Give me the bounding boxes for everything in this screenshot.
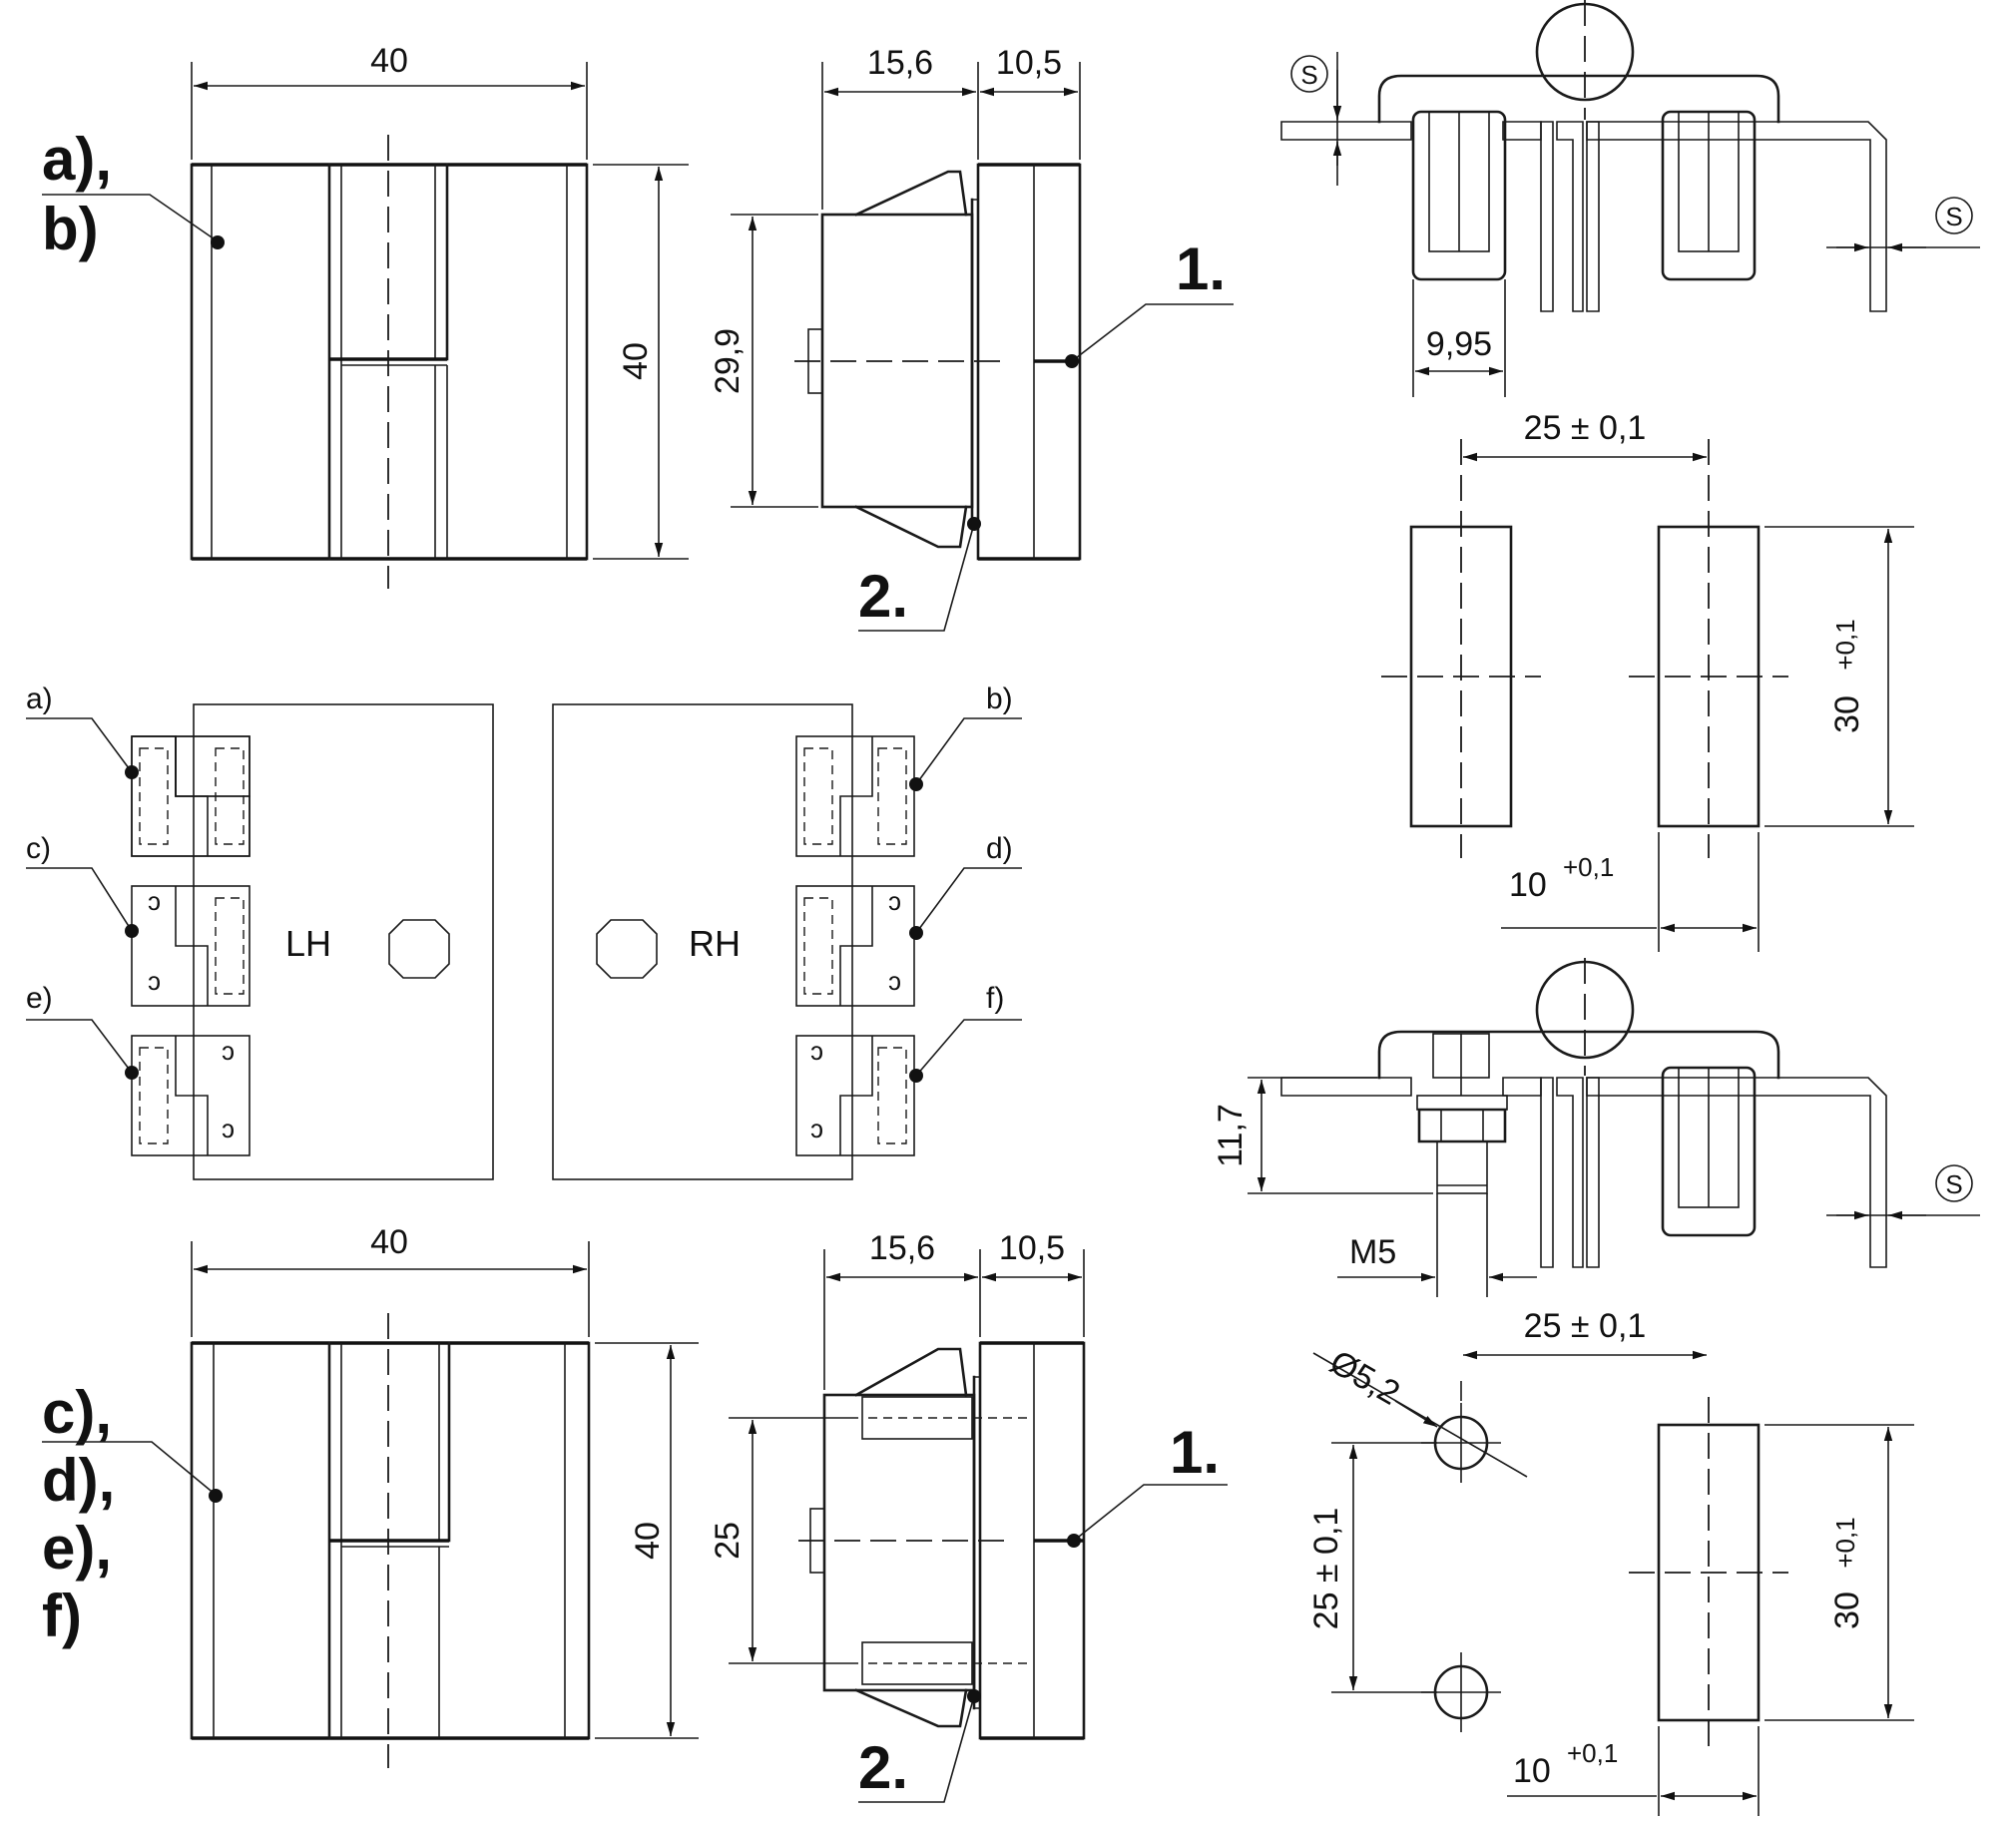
section-top: S S xyxy=(1280,0,1980,312)
dim-label: 25 ± 0,1 xyxy=(1307,1508,1345,1630)
callout-part2-top: 2. xyxy=(858,517,981,632)
label-part1: 1. xyxy=(1176,235,1226,302)
side-view-top xyxy=(794,163,1082,561)
dim-top-side-height: 29,9 xyxy=(709,214,818,508)
dim-label: 11,7 xyxy=(1212,1104,1250,1167)
label-cf: c), d), e), f) xyxy=(42,1379,223,1649)
dim-section2-thread: M5 xyxy=(1337,1193,1537,1297)
label-ab-line2: b) xyxy=(42,196,99,262)
label-hinge-a: a) xyxy=(26,683,53,715)
front-view-ab xyxy=(190,135,589,589)
dim-label: 15,6 xyxy=(867,44,933,82)
hinge-b: b) xyxy=(795,683,1022,857)
label-hinge-b: b) xyxy=(986,683,1013,715)
callout-part1-bottom: 1. xyxy=(1067,1419,1228,1548)
s-symbol: S xyxy=(1945,202,1962,231)
dim-bot-side-depth: 15,6 10,5 xyxy=(823,1229,1085,1390)
dim-top-front-height: 40 xyxy=(593,164,689,560)
dim-cutout2-width: 10 +0,1 xyxy=(1507,1726,1760,1816)
svg-text:ɔ: ɔ xyxy=(888,886,901,916)
dim-label: +0,1 xyxy=(1830,619,1860,670)
svg-text:ɔ: ɔ xyxy=(148,966,161,996)
dim-hole-dia: Ø5,2 xyxy=(1312,1343,1528,1478)
hinge-c: ɔ ɔ c) xyxy=(26,832,251,1007)
dim-bot-front-width: 40 xyxy=(191,1223,590,1337)
dim-section2-height: 11,7 xyxy=(1212,1077,1433,1194)
side-view-bottom xyxy=(798,1341,1086,1740)
dim-label: 10 xyxy=(1509,866,1547,904)
label-rh: RH xyxy=(689,923,741,964)
dim-label: 9,95 xyxy=(1426,325,1492,363)
hinge-e: ɔ ɔ e) xyxy=(26,982,251,1156)
label-cf-line2: d), xyxy=(42,1447,115,1514)
door-lh: LH xyxy=(193,703,494,1180)
dim-label: Ø5,2 xyxy=(1323,1343,1406,1413)
dim-label: 29,9 xyxy=(709,328,747,394)
dim-label: 30 xyxy=(1828,695,1866,733)
dim-label: +0,1 xyxy=(1830,1517,1860,1568)
dim-label: 30 xyxy=(1828,1592,1866,1629)
label-part2: 2. xyxy=(858,563,908,630)
svg-text:ɔ: ɔ xyxy=(222,1036,235,1066)
label-part2-bottom: 2. xyxy=(858,1734,908,1801)
label-cf-line4: f) xyxy=(42,1583,82,1649)
dim-label: +0,1 xyxy=(1563,852,1614,882)
label-hinge-c: c) xyxy=(26,832,51,865)
dim-label: 40 xyxy=(370,1223,408,1261)
svg-text:ɔ: ɔ xyxy=(810,1036,823,1066)
s-symbol: S xyxy=(1945,1169,1962,1199)
dim-label: 10,5 xyxy=(996,44,1062,82)
dim-label: 10 xyxy=(1513,1752,1551,1790)
front-view-cf xyxy=(190,1313,591,1768)
label-hinge-f: f) xyxy=(986,982,1004,1015)
dim-bot-side-spacing: 25 xyxy=(709,1417,858,1664)
dim-label: +0,1 xyxy=(1567,1738,1618,1768)
svg-text:ɔ: ɔ xyxy=(148,886,161,916)
label-ab: a), b) xyxy=(42,126,225,262)
dim-section-slot: 9,95 xyxy=(1412,279,1506,397)
label-part1-bottom: 1. xyxy=(1170,1419,1220,1486)
svg-text:ɔ: ɔ xyxy=(888,966,901,996)
dim-label: 10,5 xyxy=(999,1229,1065,1267)
label-hinge-d: d) xyxy=(986,832,1013,865)
dim-label: 25 ± 0,1 xyxy=(1524,409,1647,447)
label-cf-line1: c), xyxy=(42,1379,112,1446)
dim-top-front-width: 40 xyxy=(191,42,588,160)
label-lh: LH xyxy=(285,923,331,964)
dim-bot-front-height: 40 xyxy=(595,1342,699,1739)
dim-cutout-width: 10 +0,1 xyxy=(1501,832,1760,952)
label-ab-line1: a), xyxy=(42,126,112,193)
callout-part1-top: 1. xyxy=(1065,235,1234,368)
label-cf-line3: e), xyxy=(42,1515,112,1582)
dim-label: 25 xyxy=(709,1522,747,1560)
cutout-pattern-1 xyxy=(1381,439,1788,858)
svg-text:ɔ: ɔ xyxy=(810,1114,823,1143)
cutout-pattern-2 xyxy=(1421,1397,1788,1756)
label-hinge-e: e) xyxy=(26,982,53,1015)
dim-label: M5 xyxy=(1349,1233,1396,1271)
hinge-d: ɔ ɔ d) xyxy=(795,832,1022,1007)
hinge-a: a) xyxy=(26,683,251,857)
hinge-f: ɔ ɔ f) xyxy=(795,982,1022,1156)
dim-hole-vspacing: 25 ± 0,1 xyxy=(1307,1442,1437,1693)
dim-hole-spacing: 25 ± 0,1 xyxy=(1460,1307,1707,1401)
callout-part2-bottom: 2. xyxy=(858,1689,981,1803)
dim-cutout2-height: 30 +0,1 xyxy=(1764,1424,1914,1721)
section-bottom: S xyxy=(1280,958,1980,1268)
dim-cutout-height: 30 +0,1 xyxy=(1764,526,1914,827)
dim-label: 15,6 xyxy=(869,1229,935,1267)
dim-label: 25 ± 0,1 xyxy=(1524,1307,1647,1345)
dim-cutout-spacing: 25 ± 0,1 xyxy=(1463,409,1707,462)
svg-text:ɔ: ɔ xyxy=(222,1114,235,1143)
s-symbol: S xyxy=(1300,60,1317,90)
dim-label: 40 xyxy=(370,42,408,80)
dim-top-side-depth: 15,6 10,5 xyxy=(821,44,1081,210)
dim-label: 40 xyxy=(629,1522,667,1560)
dim-label: 40 xyxy=(617,342,655,380)
door-rh: RH xyxy=(552,703,853,1180)
